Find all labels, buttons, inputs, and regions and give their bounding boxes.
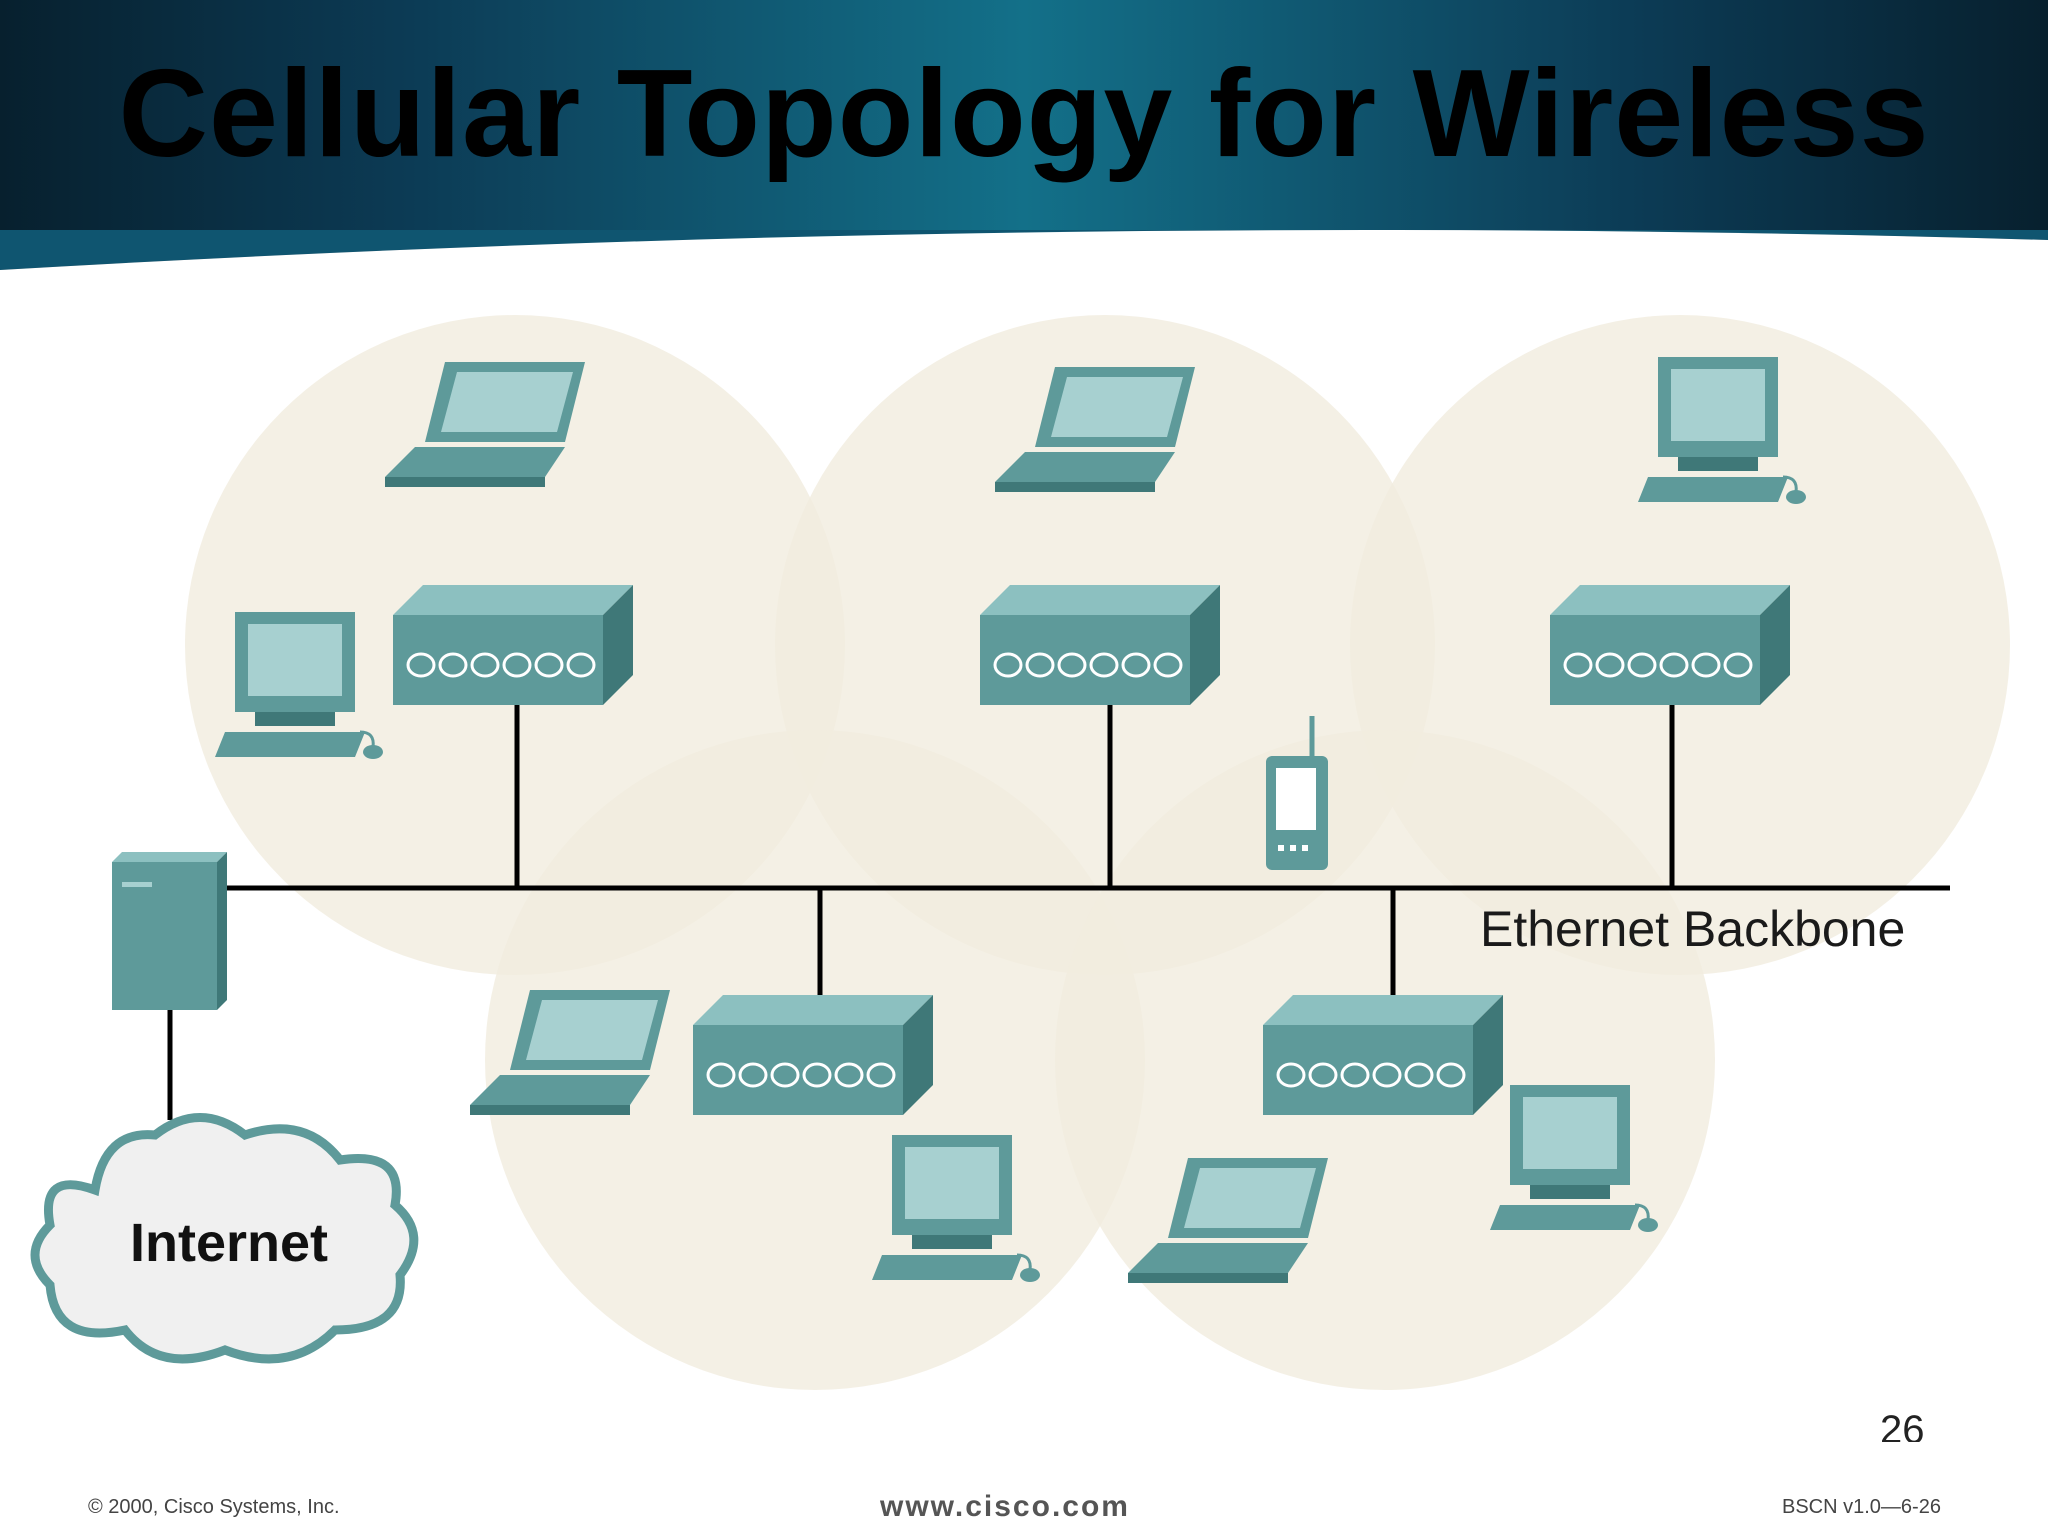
internet-label: Internet bbox=[130, 1213, 329, 1273]
hub-icon bbox=[391, 583, 635, 707]
course-code-footer: BSCN v1.0—6-26 bbox=[1782, 1496, 1941, 1518]
cloud-icon bbox=[30, 1113, 419, 1364]
header-curve bbox=[0, 230, 2048, 300]
hub-icon bbox=[1261, 993, 1505, 1117]
page-number: 26 bbox=[1880, 1408, 1925, 1442]
website-footer: www.cisco.com bbox=[880, 1490, 1130, 1523]
server-icon bbox=[112, 852, 227, 1010]
ethernet-backbone-label: Ethernet Backbone bbox=[1480, 901, 1906, 957]
hub-icon bbox=[1548, 583, 1792, 707]
hub-icon bbox=[978, 583, 1222, 707]
copyright-footer: © 2000, Cisco Systems, Inc. bbox=[88, 1496, 340, 1518]
hub-icon bbox=[691, 993, 935, 1117]
pda-icon bbox=[1266, 716, 1328, 870]
slide-title: Cellular Topology for Wireless bbox=[118, 45, 1930, 183]
ethernet-backbone bbox=[167, 700, 1950, 1120]
